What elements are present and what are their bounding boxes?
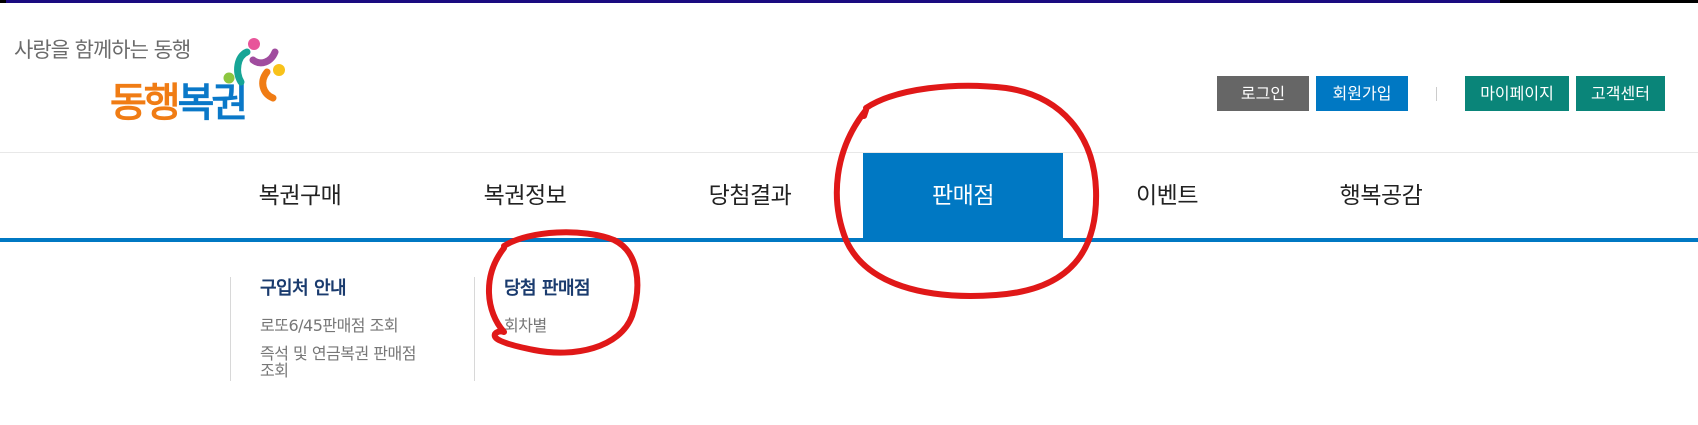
logo-wordmark-part1: 동행 bbox=[110, 80, 181, 126]
mypage-button[interactable]: 마이페이지 bbox=[1465, 76, 1569, 111]
gnb-item-retailers[interactable]: 판매점 bbox=[863, 153, 1063, 240]
top-border-right bbox=[1500, 0, 1698, 3]
gnb-item-events[interactable]: 이벤트 bbox=[1136, 183, 1198, 209]
submenu-title-purchase-guide[interactable]: 구입처 안내 bbox=[260, 278, 347, 299]
top-border bbox=[0, 0, 1698, 3]
logo-wordmark-part2: 복권 bbox=[177, 80, 249, 126]
gnb-item-lottery-purchase[interactable]: 복권구매 bbox=[258, 183, 342, 209]
logo-wordmark: 동행복권 bbox=[110, 70, 249, 128]
top-border-left bbox=[0, 0, 6, 3]
site-logo[interactable]: 사랑을 함께하는 동행 동행복권 bbox=[14, 30, 285, 130]
people-logo-icon bbox=[223, 38, 285, 102]
logo-slogan: 사랑을 함께하는 동행 bbox=[14, 38, 191, 62]
submenu-link-by-round[interactable]: 회차별 bbox=[504, 316, 547, 335]
utility-divider bbox=[1436, 87, 1437, 101]
gnb-bottom-bar bbox=[0, 238, 1698, 242]
login-button[interactable]: 로그인 bbox=[1217, 76, 1309, 111]
customer-center-button[interactable]: 고객센터 bbox=[1576, 76, 1665, 111]
gnb-item-happiness[interactable]: 행복공감 bbox=[1339, 183, 1423, 209]
gnb-item-winning-results[interactable]: 당첨결과 bbox=[708, 183, 792, 209]
submenu-link-lotto645-retailers[interactable]: 로또6/45판매점 조회 bbox=[260, 316, 399, 335]
gnb-item-lottery-info[interactable]: 복권정보 bbox=[483, 183, 567, 209]
submenu-link-instant-pension-retailers[interactable]: 즉석 및 연금복권 판매점 bbox=[260, 344, 416, 363]
signup-button[interactable]: 회원가입 bbox=[1316, 76, 1408, 111]
submenu-link-instant-pension-retailers-cont[interactable]: 조회 bbox=[260, 361, 289, 380]
submenu-divider-1 bbox=[230, 277, 231, 381]
submenu-divider-2 bbox=[474, 277, 475, 381]
submenu-title-winning-retailers[interactable]: 당첨 판매점 bbox=[504, 278, 591, 299]
